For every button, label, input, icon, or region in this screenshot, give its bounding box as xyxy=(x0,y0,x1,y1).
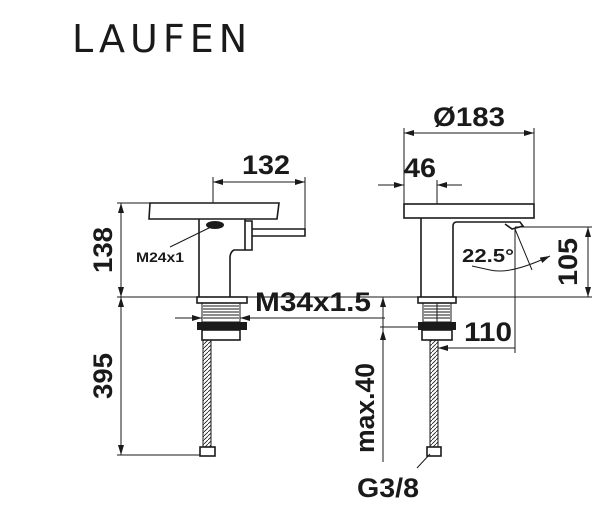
dim-105: 105 xyxy=(553,238,583,286)
handle-plate xyxy=(148,202,280,220)
washer-front xyxy=(421,329,453,341)
dim-110: 110 xyxy=(464,317,512,347)
hose-connector-front xyxy=(426,446,442,457)
lever-arm xyxy=(252,228,306,237)
front-view-faucet xyxy=(403,203,535,457)
mounting-thread xyxy=(201,302,241,323)
front-view-dimensions: Ø183 46 105 22.5° 110 max.40 G3/8 xyxy=(350,102,592,503)
dim-46: 46 xyxy=(404,153,436,183)
laufen-logo: LAUFEN xyxy=(72,17,252,61)
dim-395: 395 xyxy=(88,353,118,399)
spout-front xyxy=(420,218,525,297)
base-flange xyxy=(196,296,248,304)
handle-plate-front xyxy=(403,203,535,219)
dim-138: 138 xyxy=(88,227,118,273)
hose-front xyxy=(429,339,439,448)
dim-max-40: max.40 xyxy=(350,363,380,453)
dim-132: 132 xyxy=(242,150,290,180)
hose-connector xyxy=(199,446,216,457)
side-view-dimensions: 132 138 395 M24x1 M34x1.5 xyxy=(88,150,420,456)
nut xyxy=(197,322,247,330)
washer xyxy=(201,329,241,341)
faucet-body xyxy=(198,219,246,297)
logo-text: LAUFEN xyxy=(72,17,252,61)
label-g3-8: G3/8 xyxy=(357,473,419,503)
dim-diameter-183: Ø183 xyxy=(433,102,505,132)
nut-front xyxy=(418,322,456,330)
mounting-thread-front xyxy=(422,302,452,323)
base-flange-front xyxy=(417,296,457,304)
lever-hinge xyxy=(245,220,253,251)
label-m24x1: M24x1 xyxy=(136,249,184,265)
label-m34x1-5: M34x1.5 xyxy=(255,287,371,317)
angle-22-5: 22.5° xyxy=(462,246,514,266)
side-view-faucet xyxy=(148,202,306,457)
hose xyxy=(202,339,212,448)
